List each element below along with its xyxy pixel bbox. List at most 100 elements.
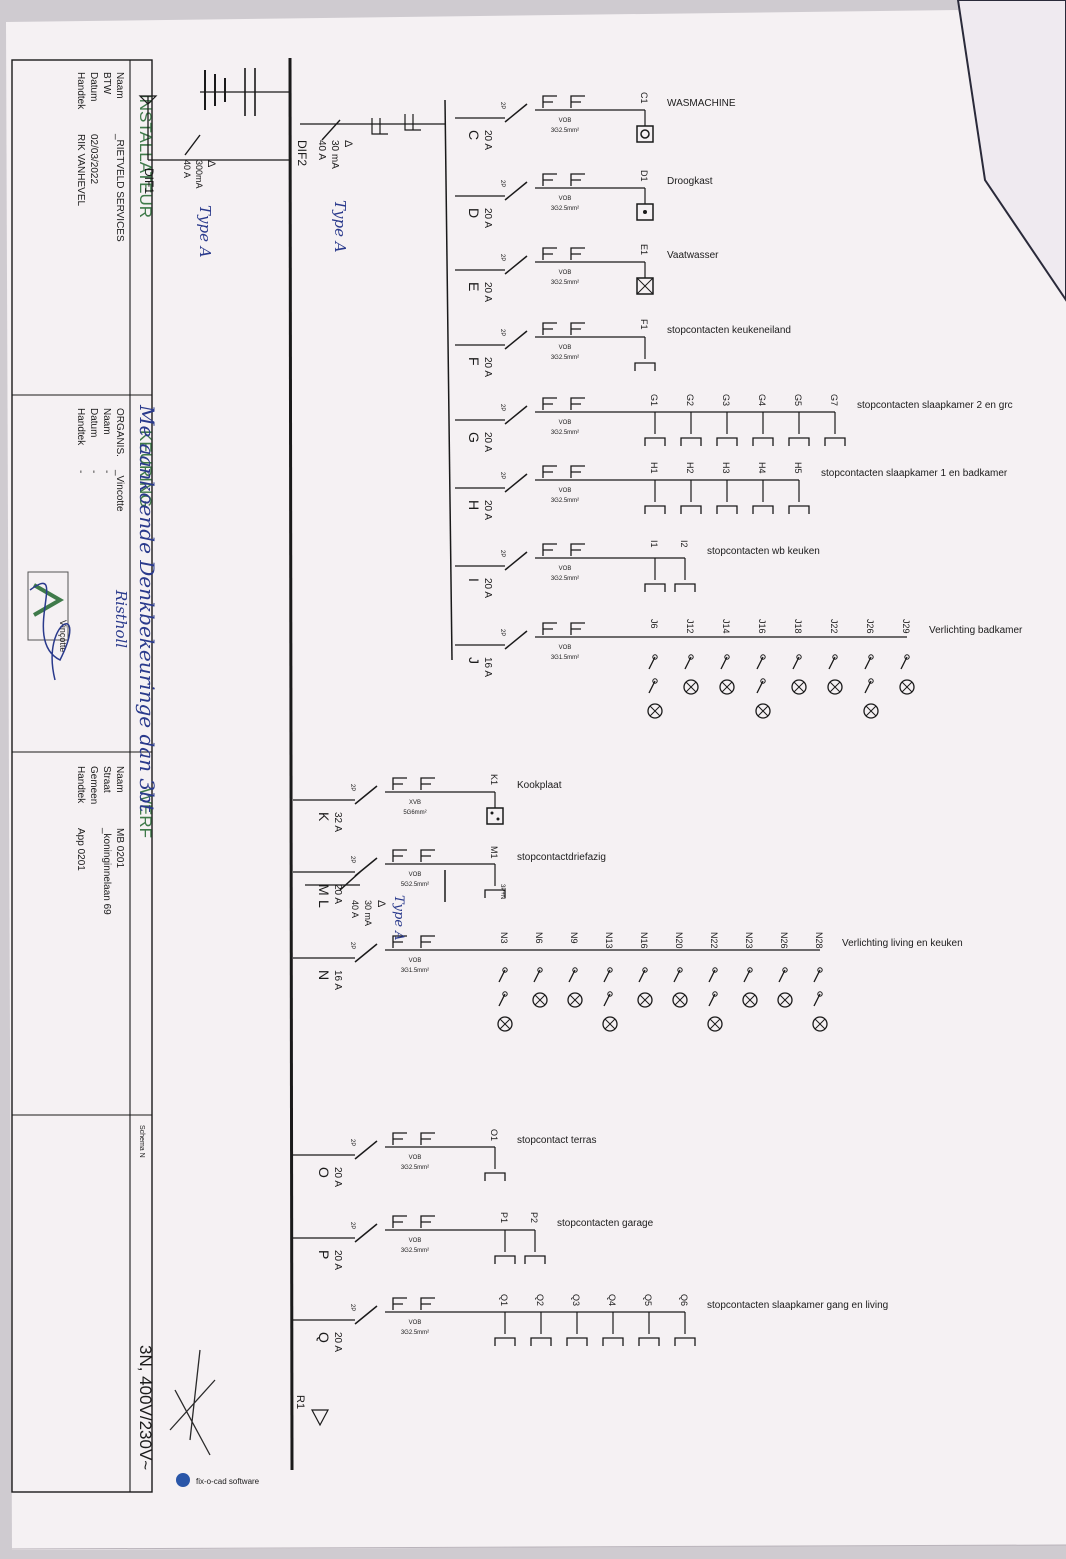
dif1-switch: [184, 134, 201, 156]
point-label: Q2: [535, 1294, 545, 1306]
circuit-id: C: [466, 130, 482, 140]
circuit-rating: 20 A: [482, 578, 493, 598]
socket-symbol: [638, 1337, 660, 1346]
socket-symbol: [752, 437, 774, 446]
keuring-value: _Vincotte: [114, 469, 125, 512]
lamp-cross: [674, 994, 686, 1006]
circuit-rating: 20 A: [482, 282, 493, 302]
point-label: I2: [679, 540, 689, 548]
load-label: WASMACHINE: [667, 98, 736, 109]
cable-type: VOB: [559, 488, 572, 494]
vw-symbol: [636, 277, 654, 295]
l-breaker: [339, 871, 361, 891]
switch-pivot: [747, 967, 753, 973]
load-label: stopcontact terras: [517, 1135, 596, 1146]
keuring-signature: [29, 582, 71, 681]
load-label: stopcontacten garage: [557, 1218, 654, 1229]
keuring-handwritten-sign: Ristholl: [112, 589, 130, 648]
main-bus: [288, 57, 294, 1471]
werf-value: MB 0201: [114, 828, 125, 868]
lamp-symbol: [755, 703, 771, 719]
socket-symbol: [644, 505, 666, 514]
cable-section: 3G1.5mm²: [551, 655, 579, 661]
cable-type: VOB: [559, 118, 572, 124]
switch-pivot: [537, 967, 543, 973]
logo-frame: [27, 571, 69, 641]
socket-symbol: [602, 1337, 624, 1346]
circuit-id: M: [316, 884, 332, 896]
circuit-breaker: [354, 1140, 378, 1160]
point-label: N16: [639, 932, 649, 949]
switch-pivot: [817, 967, 823, 973]
socket-symbol: [634, 362, 656, 371]
dif2-switch: [321, 119, 341, 141]
cable-section: 3G2.5mm²: [551, 498, 579, 504]
circuit-id: F: [466, 357, 482, 366]
cable-section: 3G2.5mm²: [551, 355, 579, 361]
cable-section: 3G2.5mm²: [551, 576, 579, 582]
circuit-rating: 20 A: [482, 500, 493, 520]
cable-marker: [392, 849, 435, 862]
circuit-id: D: [466, 208, 482, 218]
breaker-poles: 2P: [499, 404, 505, 411]
point-label: G7: [829, 394, 839, 406]
installer-signature: [169, 1349, 216, 1456]
circuit-breaker: [504, 255, 528, 275]
werf-value: App 0201: [75, 828, 86, 871]
dif2-meter: [404, 114, 421, 131]
socket-symbol: [644, 583, 666, 592]
keuring-label: Naam: [101, 408, 112, 435]
l-symbol: Δ: [375, 900, 387, 908]
circuit-id: K: [316, 812, 332, 822]
cable-type: VOB: [559, 420, 572, 426]
lamp-symbol: [497, 1016, 513, 1032]
lamp-cross: [901, 681, 913, 693]
cable-type: VOB: [559, 270, 572, 276]
lamp-cross: [499, 1018, 511, 1030]
load-label: stopcontacten slaapkamer 2 en grc: [857, 400, 1013, 411]
vw-cross: [636, 277, 654, 295]
circuit-id: G: [466, 432, 482, 443]
cable-marker: [392, 935, 435, 948]
breaker-poles: 2P: [349, 1222, 355, 1229]
lamp-symbol: [683, 679, 699, 695]
circuit-rating: 20 A: [332, 1167, 343, 1187]
schema-label: Schema N: [138, 1125, 145, 1158]
breaker-poles: 2P: [349, 784, 355, 791]
switch-pivot: [904, 654, 910, 660]
installateur-label: Naam: [114, 72, 125, 99]
switch-pivot: [642, 967, 648, 973]
circuit-rating: 16 A: [482, 657, 493, 677]
werf-label: Gemeen: [88, 766, 99, 804]
cable-type: VOB: [559, 345, 572, 351]
point-label: Q3: [571, 1294, 581, 1306]
wm-drum: [640, 129, 650, 139]
circuit-id: P: [316, 1250, 332, 1259]
point-label: N9: [569, 932, 579, 944]
point-label: H3: [721, 462, 731, 474]
keuring-value: -: [101, 470, 112, 473]
lamp-symbol: [647, 703, 663, 719]
point-label: J29: [901, 619, 911, 634]
title-block-frame: [11, 59, 153, 1493]
installateur-label: Datum: [88, 72, 99, 101]
circuit-id: Q: [316, 1332, 332, 1343]
point-label: H5: [793, 462, 803, 474]
dif2-symbol: Δ: [342, 140, 354, 148]
keuring-handwritten-note: Me aankoende Denkbekeuringe dan 3bt: [135, 404, 159, 813]
kp-dot: [490, 811, 494, 815]
lamp-cross: [649, 705, 661, 717]
point-label: P2: [529, 1212, 539, 1223]
socket-symbol: [788, 505, 810, 514]
circuit-breaker: [504, 103, 528, 123]
point-label: J6: [649, 619, 659, 629]
l-handwritten: Type A: [391, 895, 406, 941]
socket-3p-label: 3P+N: [499, 884, 505, 899]
installateur-heading: INSTALLATEUR: [136, 94, 155, 218]
